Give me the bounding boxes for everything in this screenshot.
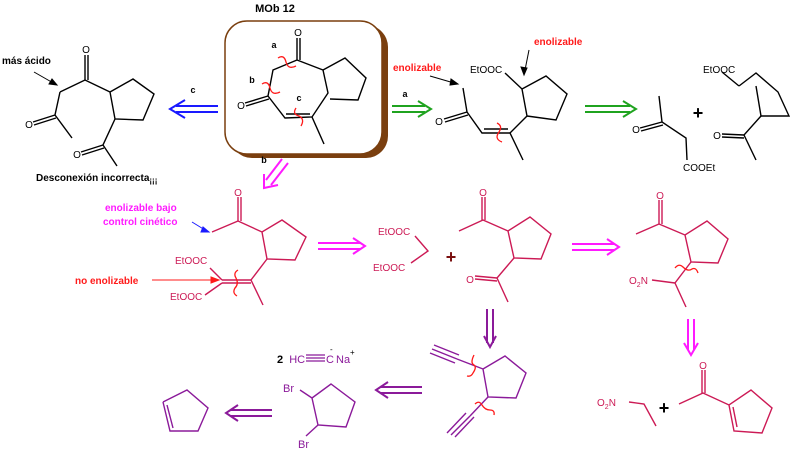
molecule-nitroethane [628,401,657,427]
arrow-mas-acido [33,71,59,86]
molecule-path-b-intermediate [204,197,307,306]
bromine-label-2: Br [298,439,309,451]
label-enolizable-1: enolizable [393,63,442,74]
oxygen-acetylcyclopentene: O [699,361,707,372]
retro-arrow-b2 [318,237,367,255]
ester-label-malonate-1: EtOOC [378,227,410,238]
retro-arrow-a2 [585,100,638,118]
retro-arrow-b [263,158,289,190]
target-molecule-box [224,20,388,158]
nitro-label-1: O2N [629,276,648,289]
reagent-minus: - [330,345,333,354]
retro-arrow-diketone-down [483,309,497,350]
reagent-carbanion: C [326,354,334,366]
caption-incorrect: Desconexión incorrecta¡¡¡ [36,173,157,185]
oxygen-b1: O [234,188,242,199]
bond-label-c: c [296,93,301,103]
retro-arrow-lower-left-1 [374,381,422,399]
molecule-diethynylcyclopentane [429,344,527,438]
label-no-enolizable: no enolizable [75,276,139,287]
label-enolizable-2: enolizable [534,37,583,48]
arrow-enolizable-1 [429,75,460,86]
ester-label-b1: EtOOC [175,256,207,267]
disconnection-marks-target [261,56,304,127]
oxygen-c2: O [25,120,33,131]
molecule-malonate [410,235,430,264]
retro-arrow-lower-left-2 [224,404,272,422]
molecule-acetylcyclopentene [678,370,773,434]
plus-sign-b2: + [659,398,670,418]
arrow-enolizable-2 [520,49,530,77]
arrow-label-b: b [261,155,267,165]
oxygen-diketone-1: O [479,188,487,199]
molecule-path-a-intermediate [443,72,568,161]
target-oxygen-left: O [237,101,245,112]
ester-label-a2: EtOOC [703,65,735,76]
oxygen-a2: O [713,131,721,142]
label-mas-acido: más ácido [2,56,51,67]
molecule-dibromocyclopentane [299,383,356,437]
oxygen-a1: O [435,117,443,128]
retro-arrow-b3 [572,238,621,256]
reagent-plus: + [350,348,355,357]
triple-bond-reagent [306,354,325,362]
target-molecule [244,38,367,145]
label-kinetic-1: enolizable bajo [105,203,177,214]
diagram-title: MOb 12 [255,3,295,15]
arrow-kinetic [191,221,211,233]
molecule-keto-ester-cyclopentane [721,71,791,161]
disconnection-mark-a [496,122,503,143]
label-kinetic-2: control cinético [103,217,177,228]
retro-arrow-b4 [683,319,699,357]
molecule-incorrect-disconnection [32,55,155,167]
bromine-label-1: Br [283,383,294,395]
molecule-ethyl-acetoacetate [639,95,688,161]
retro-arrow-a [392,100,433,118]
ester-label-a: EtOOC [470,65,502,76]
molecule-diketone [458,197,552,303]
target-oxygen-top: O [294,28,302,39]
oxygen-c1: O [82,45,90,56]
reagent-sodium: Na [336,354,351,366]
disconnection-mark-ethynyl-1 [466,354,476,377]
disconnection-mark-nitro [674,264,699,274]
oxygen-diketone-2: O [466,275,474,286]
reagent-sodium-acetylide: 2 HC [277,354,305,366]
ester-label-malonate-2: EtOOC [373,263,405,274]
oxygen-c3: O [73,150,81,161]
label-cooet: COOEt [683,163,715,174]
disconnection-mark-ethynyl-2 [474,401,495,416]
bond-label-a: a [271,40,277,50]
molecule-nitro-adduct [635,200,729,308]
arrow-no-enolizable [152,276,221,284]
nitro-label-2: O2N [597,398,616,411]
ester-label-b2: EtOOC [170,292,202,303]
oxygen-acetoacetate: O [632,125,640,136]
plus-sign-a: + [693,103,704,123]
plus-sign-b: + [446,247,457,267]
disconnection-mark-b [233,269,239,297]
retro-arrow-c [168,99,218,119]
arrow-label-a: a [402,89,408,99]
molecule-cyclopentene [162,389,209,432]
bond-label-b: b [249,75,255,85]
oxygen-nitro-adduct: O [656,191,664,202]
arrow-label-c: c [190,85,195,95]
